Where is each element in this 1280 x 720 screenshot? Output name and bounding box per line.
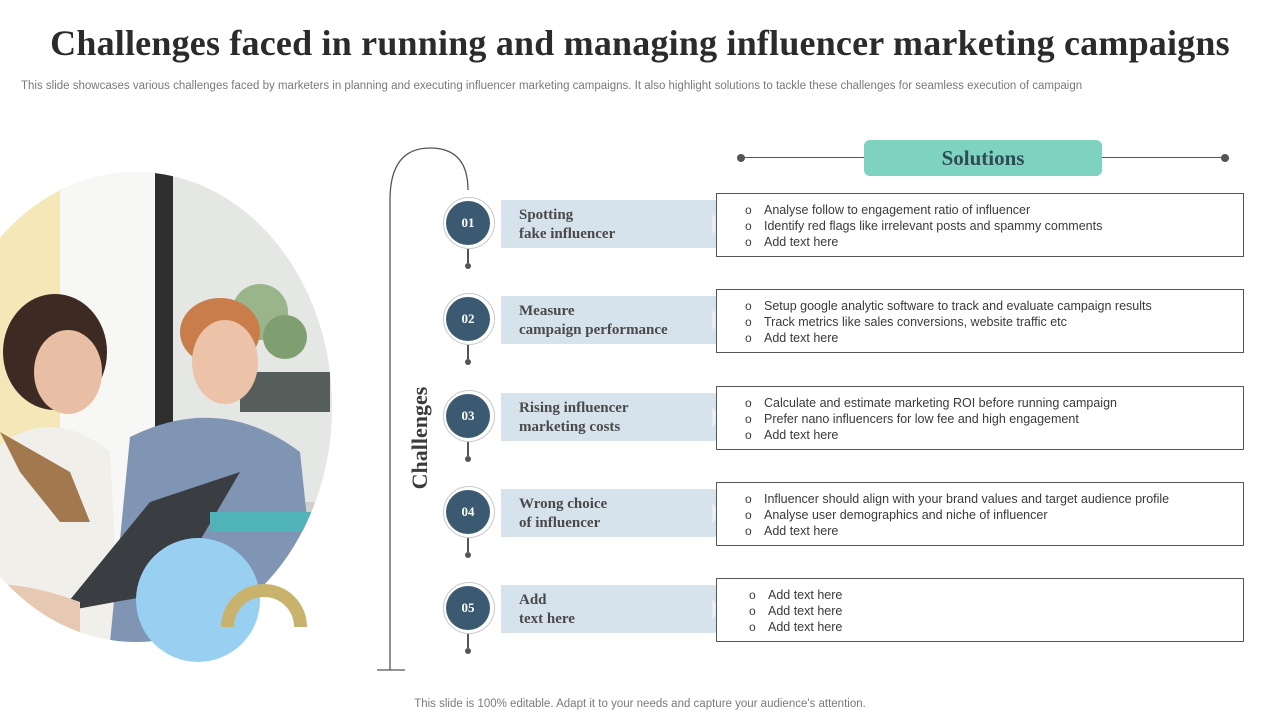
solution-item: o Setup google analytic software to track… <box>745 298 1243 314</box>
connector-dot <box>465 359 471 365</box>
solution-text: Add text here <box>768 620 843 634</box>
number-ring <box>443 390 495 442</box>
solution-text: Identify red flags like irrelevant posts… <box>764 219 1103 233</box>
solutions-line-dot-right <box>1221 154 1229 162</box>
challenge-number: 04 <box>446 490 490 534</box>
challenge-number: 03 <box>446 394 490 438</box>
solution-text: Analyse user demographics and niche of i… <box>764 508 1048 522</box>
challenge-number: 01 <box>446 201 490 245</box>
challenge-text: Add text here <box>519 592 575 627</box>
bullet-icon: o <box>745 412 752 426</box>
solution-item: o Prefer nano influencers for low fee and… <box>745 411 1243 427</box>
solution-item: o Identify red flags like irrelevant post… <box>745 218 1243 234</box>
number-ring <box>443 293 495 345</box>
solution-item: o Add text here <box>745 234 1243 250</box>
solution-item: o Add text here <box>749 587 1243 603</box>
solution-item: o Add text here <box>745 523 1243 539</box>
solution-item: o Add text here <box>745 427 1243 443</box>
solution-box: o Setup google analytic software to track… <box>716 289 1244 353</box>
bullet-icon: o <box>749 588 756 602</box>
solution-text: Analyse follow to engagement ratio of in… <box>764 203 1031 217</box>
connector-dot <box>465 263 471 269</box>
solution-item: o Track metrics like sales conversions, w… <box>745 314 1243 330</box>
solution-text: Setup google analytic software to track … <box>764 299 1152 313</box>
connector-dot <box>465 456 471 462</box>
connector-tick <box>467 634 469 648</box>
connector-dot <box>465 552 471 558</box>
solution-item: o Analyse follow to engagement ratio of i… <box>745 202 1243 218</box>
number-ring <box>443 582 495 634</box>
challenge-number: 05 <box>446 586 490 630</box>
footer-note: This slide is 100% editable. Adapt it to… <box>414 698 866 710</box>
solution-box: o Calculate and estimate marketing ROI be… <box>716 386 1244 450</box>
solution-item: o Add text here <box>745 330 1243 346</box>
solution-box: o Influencer should align with your brand… <box>716 482 1244 546</box>
solution-text: Add text here <box>768 604 843 618</box>
bullet-icon: o <box>745 235 752 249</box>
connector-dot <box>465 648 471 654</box>
bullet-icon: o <box>745 428 752 442</box>
number-ring <box>443 197 495 249</box>
solution-item: o Analyse user demographics and niche of … <box>745 507 1243 523</box>
challenge-box: Rising influencer marketing costs <box>501 393 736 441</box>
challenge-text: Wrong choice of influencer <box>519 496 608 531</box>
bullet-icon: o <box>745 219 752 233</box>
challenge-text: Spotting fake influencer <box>519 207 616 242</box>
bullet-icon: o <box>745 315 752 329</box>
solution-list: o Influencer should align with your brand… <box>717 483 1243 539</box>
challenge-number: 02 <box>446 297 490 341</box>
connector-tick <box>467 345 469 359</box>
solution-item: o Influencer should align with your brand… <box>745 491 1243 507</box>
bullet-icon: o <box>745 331 752 345</box>
number-ring <box>443 486 495 538</box>
bullet-icon: o <box>745 299 752 313</box>
solutions-line-dot-left <box>737 154 745 162</box>
page-title: Challenges faced in running and managing… <box>50 23 1230 63</box>
solution-item: o Add text here <box>749 619 1243 635</box>
solution-box: o Analyse follow to engagement ratio of i… <box>716 193 1244 257</box>
solution-text: Influencer should align with your brand … <box>764 492 1170 506</box>
connector-tick <box>467 249 469 263</box>
solutions-header: Solutions <box>864 140 1102 176</box>
solution-text: Add text here <box>764 428 839 442</box>
solution-text: Add text here <box>764 331 839 345</box>
solution-list: o Analyse follow to engagement ratio of i… <box>717 194 1243 250</box>
solution-text: Add text here <box>764 235 839 249</box>
challenge-box: Measure campaign performance <box>501 296 736 344</box>
solution-text: Calculate and estimate marketing ROI bef… <box>764 396 1117 410</box>
bullet-icon: o <box>745 492 752 506</box>
solution-list: o Setup google analytic software to track… <box>717 290 1243 346</box>
bullet-icon: o <box>745 524 752 538</box>
challenges-label: Challenges <box>407 386 432 490</box>
solution-text: Prefer nano influencers for low fee and … <box>764 412 1079 426</box>
solution-text: Track metrics like sales conversions, we… <box>764 315 1067 329</box>
challenge-text: Measure campaign performance <box>519 303 668 338</box>
bullet-icon: o <box>745 203 752 217</box>
bullet-icon: o <box>745 396 752 410</box>
gold-decor-arc <box>221 584 307 627</box>
solution-text: Add text here <box>768 588 843 602</box>
challenge-box: Add text here <box>501 585 736 633</box>
page-subtitle: This slide showcases various challenges … <box>21 80 1083 92</box>
bullet-icon: o <box>749 604 756 618</box>
solution-item: o Add text here <box>749 603 1243 619</box>
solution-text: Add text here <box>764 524 839 538</box>
bullet-icon: o <box>749 620 756 634</box>
challenge-box: Wrong choice of influencer <box>501 489 736 537</box>
challenge-text: Rising influencer marketing costs <box>519 400 629 435</box>
connector-tick <box>467 442 469 456</box>
challenge-box: Spotting fake influencer <box>501 200 736 248</box>
solution-item: o Calculate and estimate marketing ROI be… <box>745 395 1243 411</box>
team-photo <box>0 172 332 642</box>
solution-list: o Calculate and estimate marketing ROI be… <box>717 387 1243 443</box>
connector-tick <box>467 538 469 552</box>
bullet-icon: o <box>745 508 752 522</box>
